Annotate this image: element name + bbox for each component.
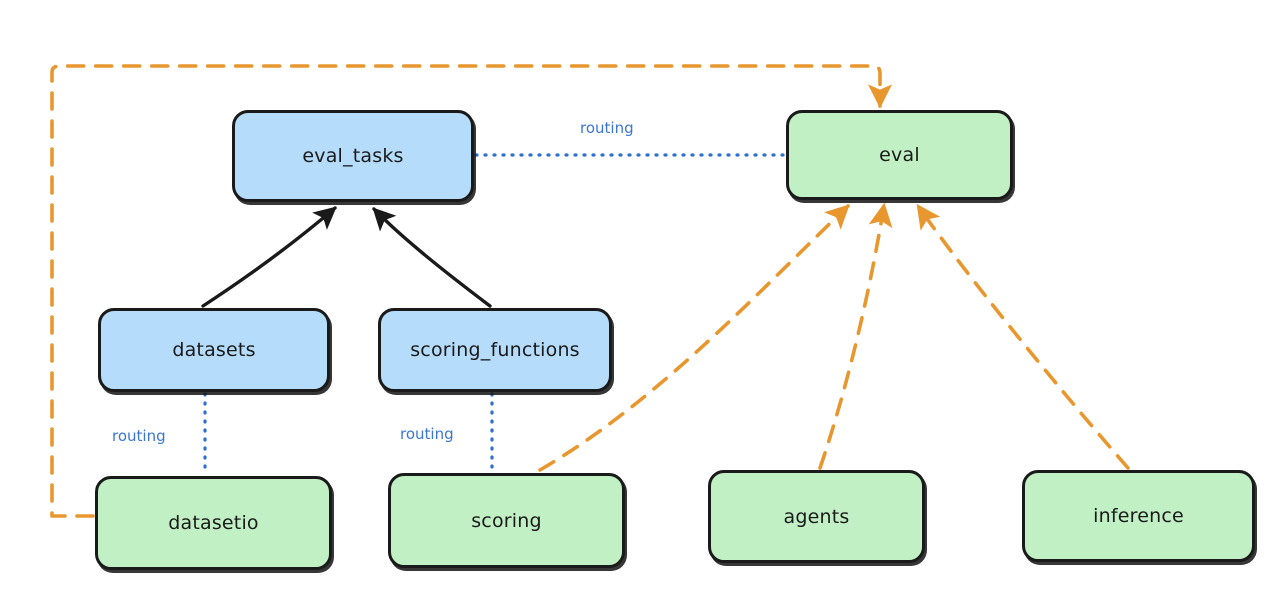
node-datasetio-label: datasetio [168,512,259,534]
node-eval-tasks[interactable]: eval_tasks [232,110,474,202]
edge-label-routing-eval-tasks-eval: routing [580,119,634,137]
edge-label-routing-scoring-functions-scoring: routing [400,425,454,443]
node-scoring-functions-label: scoring_functions [410,339,580,361]
node-scoring-functions[interactable]: scoring_functions [378,308,612,392]
edge-inference-to-eval [916,204,1130,470]
edge-scoring-functions-to-eval-tasks [372,207,492,308]
node-eval-tasks-label: eval_tasks [302,145,404,167]
edge-agents-to-eval [818,202,893,470]
node-datasetio[interactable]: datasetio [95,476,332,570]
node-scoring[interactable]: scoring [388,473,625,568]
node-eval-label: eval [879,144,920,166]
node-inference[interactable]: inference [1022,470,1255,562]
node-datasets-label: datasets [172,339,256,361]
node-scoring-label: scoring [471,509,542,532]
node-datasets[interactable]: datasets [98,308,330,392]
node-inference-label: inference [1093,505,1184,527]
node-agents-label: agents [783,505,850,528]
edge-datasets-to-eval-tasks [201,206,337,308]
node-eval[interactable]: eval [786,110,1013,200]
node-agents[interactable]: agents [708,470,925,563]
edge-label-routing-datasets-datasetio: routing [112,427,166,445]
